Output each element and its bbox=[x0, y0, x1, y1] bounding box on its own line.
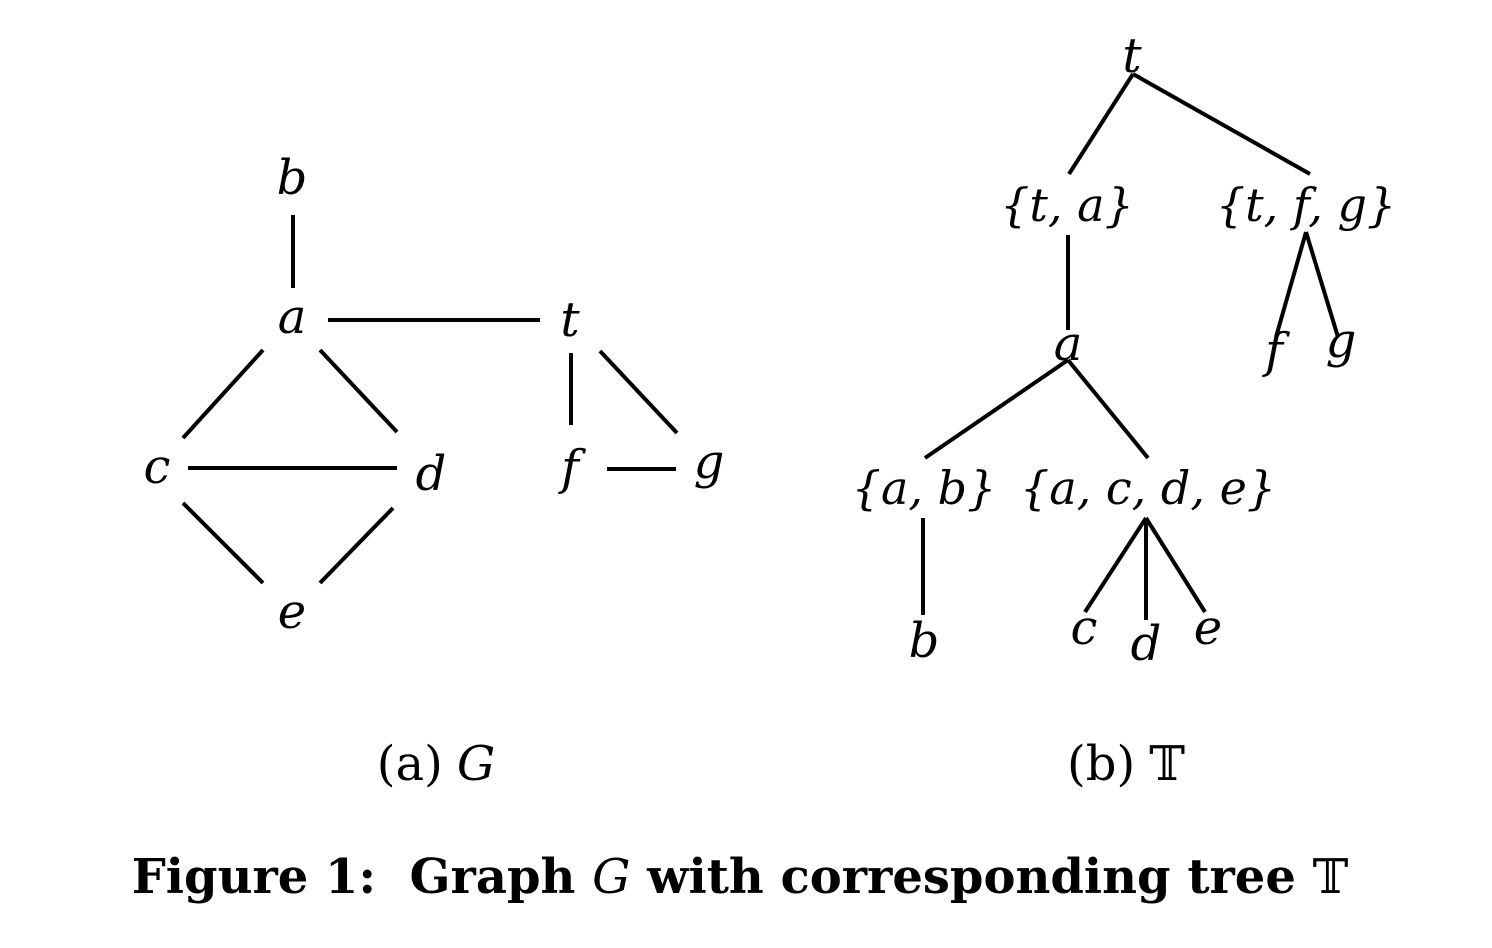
edge-c-e bbox=[181, 501, 265, 585]
subcaption-a-prefix: (a) bbox=[377, 736, 443, 792]
edge-a-d bbox=[318, 348, 399, 434]
tree-node-g: g bbox=[1326, 313, 1357, 369]
graph-node-e: e bbox=[278, 584, 306, 640]
tree-node-d: d bbox=[1131, 616, 1162, 672]
graph-node-d: d bbox=[416, 446, 447, 502]
tree-node-f: f bbox=[1262, 323, 1290, 379]
graph-node-g: g bbox=[694, 434, 725, 490]
tree-node-e: e bbox=[1194, 600, 1222, 656]
subcaption-a-symbol: G bbox=[457, 736, 495, 792]
subcaption-b-symbol: 𝕋 bbox=[1149, 736, 1185, 792]
subcaption-b: (b)𝕋 bbox=[1067, 736, 1185, 792]
subcaption-a: (a)G bbox=[377, 736, 495, 792]
tree-node-t: t bbox=[1122, 28, 1142, 84]
tree-node-tfg: {t, f, g} bbox=[1216, 178, 1396, 232]
tree-edge-tfg-f bbox=[1274, 231, 1308, 338]
caption-symbol-g: G bbox=[592, 849, 630, 905]
figure-caption: Figure 1: Graph G with corresponding tre… bbox=[132, 849, 1349, 905]
graph-node-f: f bbox=[558, 440, 586, 496]
edge-a-c bbox=[181, 348, 265, 440]
tree-node-b: b bbox=[909, 613, 940, 669]
tree-edge-a-ab bbox=[923, 358, 1070, 460]
caption-prefix: Figure 1: Graph bbox=[132, 849, 592, 905]
tree-edge-t-tfg bbox=[1132, 72, 1311, 176]
tree-t-panel: t {t, a} {t, f, g} a f g {a, b} {a, c, d… bbox=[852, 28, 1397, 792]
tree-edge-acde-c bbox=[1083, 516, 1148, 614]
tree-edge-acde-e bbox=[1144, 516, 1207, 614]
tree-edge-t-ta bbox=[1067, 72, 1135, 176]
tree-node-a: a bbox=[1054, 316, 1083, 372]
graph-g-panel: b a t c d f g e (a)G bbox=[144, 150, 725, 792]
edge-t-g bbox=[598, 349, 679, 435]
graph-node-c: c bbox=[144, 439, 171, 495]
tree-node-acde: {a, c, d, e} bbox=[1020, 461, 1276, 515]
caption-symbol-t: 𝕋 bbox=[1313, 849, 1349, 905]
caption-middle: with corresponding tree bbox=[630, 849, 1312, 905]
tree-edge-tfg-g bbox=[1304, 231, 1340, 338]
tree-edge-a-acde bbox=[1066, 358, 1150, 460]
tree-node-c: c bbox=[1071, 600, 1098, 656]
graph-node-b: b bbox=[277, 150, 308, 206]
edge-d-e bbox=[318, 506, 395, 585]
graph-node-t: t bbox=[560, 292, 580, 348]
graph-node-a: a bbox=[278, 289, 307, 345]
tree-node-ta: {t, a} bbox=[1000, 178, 1134, 232]
tree-node-ab: {a, b} bbox=[852, 461, 997, 515]
subcaption-b-prefix: (b) bbox=[1067, 736, 1135, 792]
